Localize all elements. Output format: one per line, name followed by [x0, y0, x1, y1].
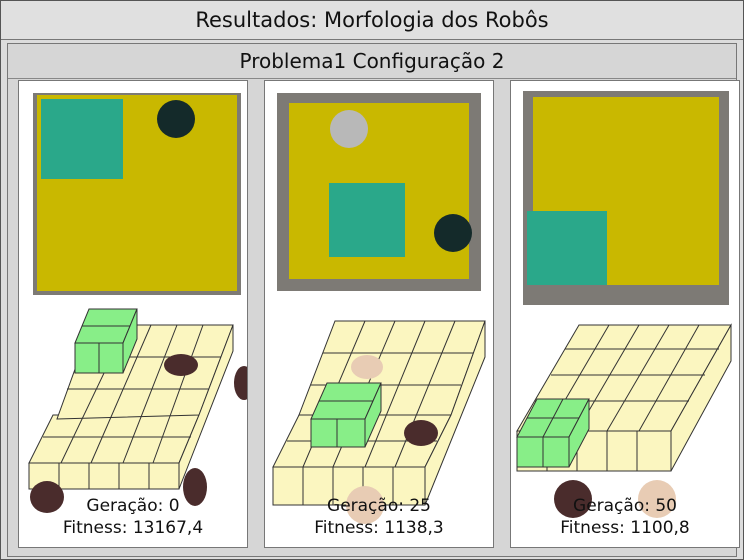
generation-label: Geração: 0: [86, 496, 180, 516]
generation-label: Geração: 25: [327, 496, 431, 516]
robot-panel-gen-50: Geração: 50 Fitness: 1100,8: [510, 80, 740, 548]
robot-panel-gen-0: Geração: 0 Fitness: 13167,4: [18, 80, 248, 548]
robot-render-gen-50: [516, 91, 732, 518]
robot-render-gen-25: [272, 93, 486, 524]
config-title: Problema1 Configuração 2: [8, 44, 736, 79]
window-title: Resultados: Morfologia dos Robôs: [1, 1, 743, 40]
robot-render-gen-0: [28, 93, 247, 513]
robot-panel-gen-25: Geração: 25 Fitness: 1138,3: [264, 80, 494, 548]
fitness-label: Fitness: 13167,4: [62, 518, 204, 538]
config-group: Problema1 Configuração 2: [7, 43, 740, 557]
generation-label: Geração: 50: [573, 496, 677, 516]
fitness-label: Fitness: 1138,3: [314, 518, 444, 538]
fitness-label: Fitness: 1100,8: [560, 518, 690, 538]
